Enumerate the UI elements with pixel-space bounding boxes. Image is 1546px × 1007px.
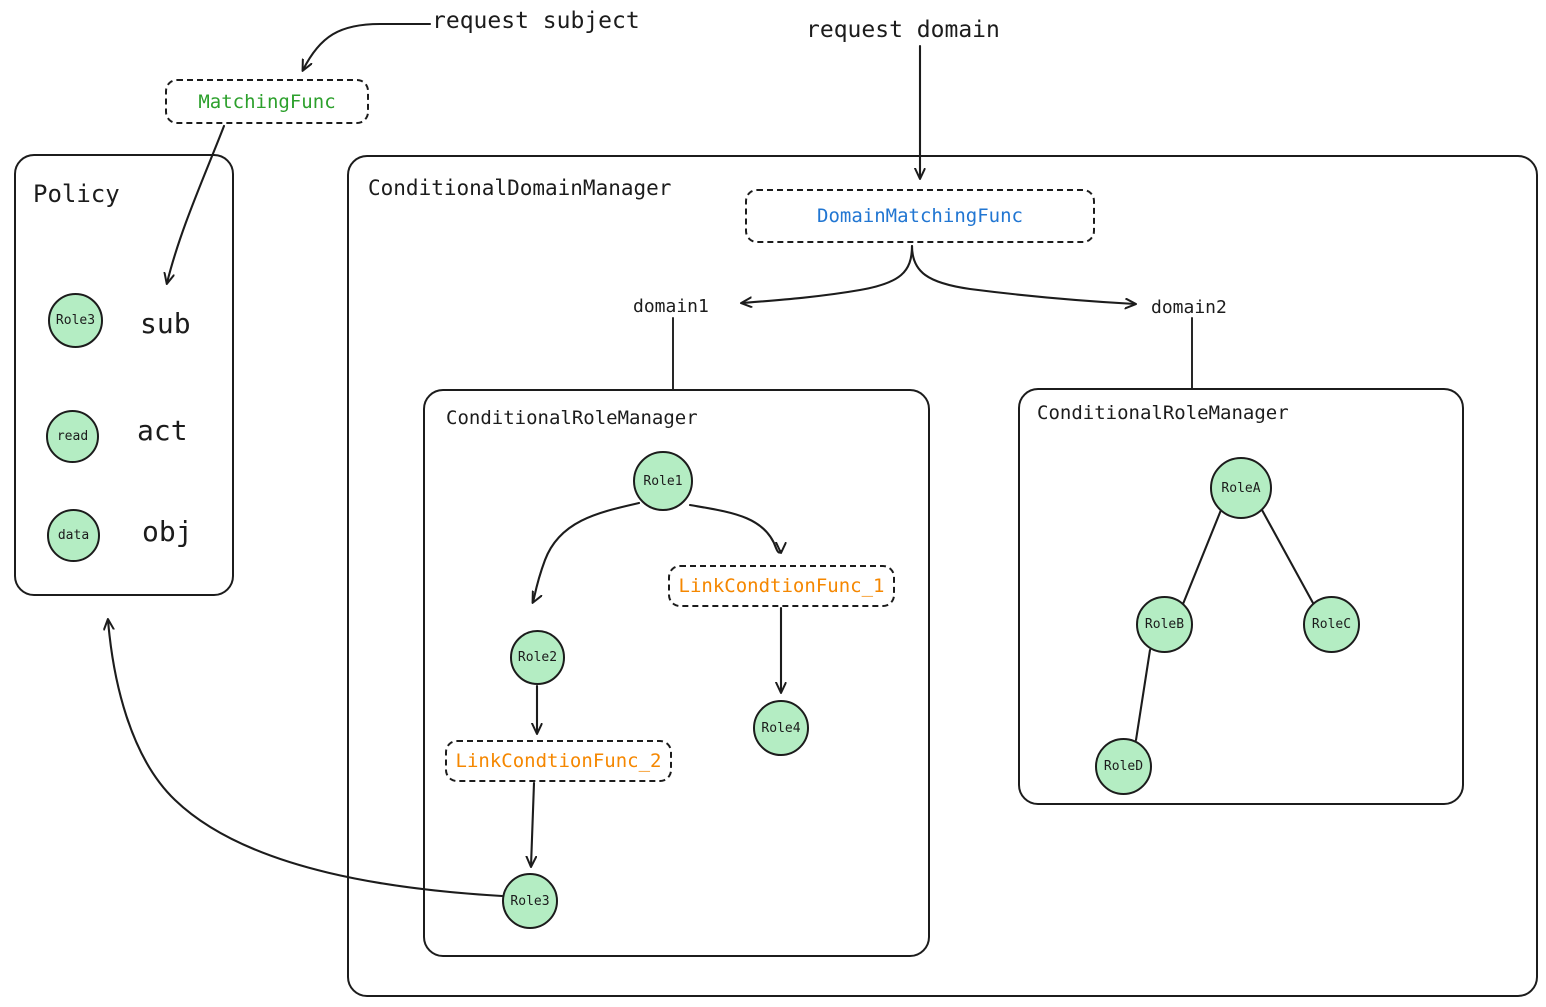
node-roleC[interactable]: RoleC: [1303, 596, 1360, 653]
policy-node-act[interactable]: read: [46, 410, 99, 463]
node-role3-label: Role3: [510, 893, 550, 909]
node-role1-label: Role1: [643, 473, 683, 489]
policy-node-sub[interactable]: Role3: [48, 293, 103, 348]
node-roleC-label: RoleC: [1311, 617, 1352, 632]
link-condtion-func-2-box[interactable]: LinkCondtionFunc_2: [445, 740, 672, 782]
policy-node-obj[interactable]: data: [47, 509, 100, 562]
node-roleA[interactable]: RoleA: [1210, 457, 1272, 519]
link-condtion-func-1-box[interactable]: LinkCondtionFunc_1: [668, 565, 895, 607]
node-role2[interactable]: Role2: [510, 630, 565, 685]
node-roleB-label: RoleB: [1144, 617, 1185, 632]
node-roleD[interactable]: RoleD: [1095, 738, 1152, 795]
conditional-domain-manager-box: [347, 155, 1538, 997]
node-roleB[interactable]: RoleB: [1136, 596, 1193, 653]
conditional-role-manager-right-box: [1018, 388, 1464, 805]
conditional-role-manager-left-title: ConditionalRoleManager: [446, 407, 698, 429]
policy-field-obj: obj: [142, 515, 193, 548]
domain-matching-func-label: DomainMatchingFunc: [817, 205, 1023, 227]
policy-node-act-label: read: [56, 429, 89, 444]
node-role3[interactable]: Role3: [502, 873, 558, 929]
policy-field-sub: sub: [140, 307, 191, 340]
policy-field-act: act: [137, 414, 188, 447]
matching-func-label: MatchingFunc: [198, 90, 336, 113]
request-subject-label: request subject: [432, 8, 640, 34]
node-role2-label: Role2: [517, 650, 558, 665]
node-role4[interactable]: Role4: [753, 700, 809, 756]
conditional-role-manager-right-title: ConditionalRoleManager: [1037, 402, 1289, 424]
edge-request-subject: [303, 22, 432, 70]
domain2-label: domain2: [1151, 297, 1227, 318]
matching-func-box[interactable]: MatchingFunc: [165, 79, 369, 124]
policy-title: Policy: [33, 180, 120, 208]
conditional-role-manager-left-box: [423, 389, 930, 957]
node-role4-label: Role4: [761, 720, 801, 736]
node-roleD-label: RoleD: [1103, 759, 1144, 774]
conditional-domain-manager-title: ConditionalDomainManager: [368, 176, 672, 200]
link-condtion-func-1-label: LinkCondtionFunc_1: [678, 575, 885, 597]
domain1-label: domain1: [633, 296, 709, 317]
policy-node-obj-label: data: [57, 528, 90, 543]
link-condtion-func-2-label: LinkCondtionFunc_2: [455, 750, 662, 772]
node-roleA-label: RoleA: [1221, 480, 1261, 496]
domain-matching-func-box[interactable]: DomainMatchingFunc: [745, 189, 1095, 243]
request-domain-label: request domain: [806, 17, 1000, 43]
policy-node-sub-label: Role3: [55, 313, 96, 328]
policy-box: [14, 154, 234, 596]
node-role1[interactable]: Role1: [633, 451, 693, 511]
